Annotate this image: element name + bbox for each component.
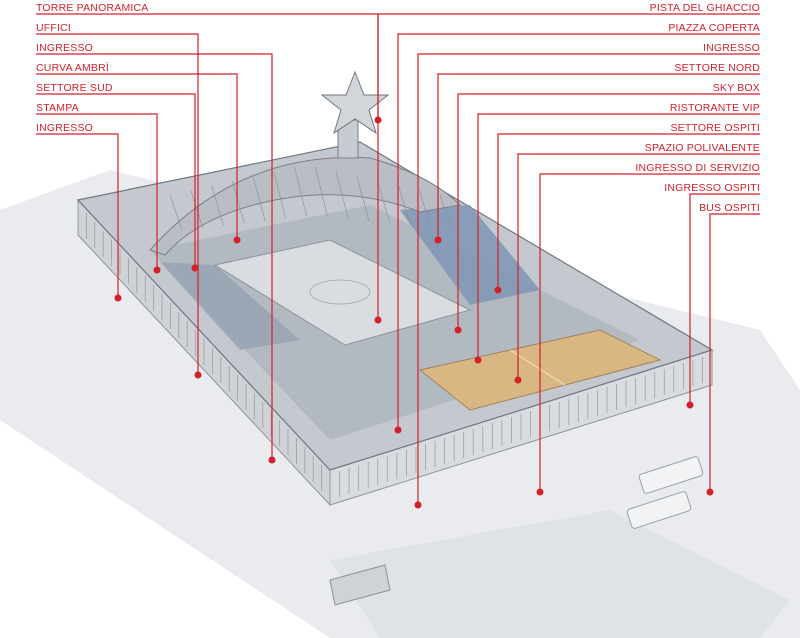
bus-1 [638, 456, 704, 494]
leader-line [417, 53, 760, 505]
marker-dot [434, 236, 442, 244]
callout-right-5: RISTORANTE VIP [474, 102, 760, 364]
label-right-3: SETTORE NORD [674, 62, 760, 74]
leader-line [437, 73, 760, 240]
leader-line [36, 33, 199, 375]
leader-line [36, 133, 119, 298]
leader-line [689, 193, 760, 405]
label-left-4: SETTORE SUD [36, 82, 113, 94]
marker-dot [374, 316, 382, 324]
seating-north [400, 205, 540, 305]
marker-dot [394, 426, 402, 434]
callout-right-0: PISTA DEL GHIACCIO [374, 2, 760, 324]
callout-left-6: INGRESSO [36, 122, 122, 302]
leader-line [539, 173, 760, 492]
label-right-9: INGRESSO OSPITI [664, 182, 760, 194]
label-left-1: UFFICI [36, 22, 71, 34]
label-right-4: SKY BOX [713, 82, 760, 94]
marker-dot [153, 266, 161, 274]
label-right-6: SETTORE OSPITI [670, 122, 760, 134]
seating-south [160, 262, 300, 350]
callout-left-4: SETTORE SUD [36, 82, 199, 272]
marker-dot [194, 371, 202, 379]
marker-dot [686, 401, 694, 409]
leader-line [517, 153, 760, 380]
label-right-8: INGRESSO DI SERVIZIO [635, 162, 760, 174]
callout-right-9: INGRESSO OSPITI [664, 182, 760, 409]
marker-dot [454, 326, 462, 334]
callout-right-10: BUS OSPITI [699, 202, 760, 496]
leader-line [497, 133, 760, 290]
leader-line [709, 213, 760, 492]
callout-right-3: SETTORE NORD [434, 62, 760, 244]
label-left-3: CURVA AMBRÌ [36, 61, 109, 74]
bus-2 [626, 491, 692, 529]
callout-left-1: UFFICI [36, 22, 202, 379]
callout-right-6: SETTORE OSPITI [494, 122, 760, 294]
label-right-10: BUS OSPITI [699, 202, 760, 214]
leader-line [377, 13, 760, 320]
callout-layer: TORRE PANORAMICA UFFICI INGRESSO CURVA AMBR… [36, 2, 760, 509]
callout-left-5: STAMPA [36, 102, 161, 274]
leader-line [477, 113, 760, 360]
callout-right-7: SPAZIO POLIVALENTE [514, 142, 760, 384]
marker-dot [494, 286, 502, 294]
callout-right-4: SKY BOX [454, 82, 760, 334]
label-left-5: STAMPA [36, 102, 79, 114]
leader-line [397, 33, 760, 430]
leader-line [36, 53, 273, 460]
leader-line [36, 113, 158, 270]
leader-line [457, 93, 760, 330]
roof-trusses [169, 167, 453, 231]
marker-dot [706, 488, 714, 496]
marker-dot [536, 488, 544, 496]
label-right-2: INGRESSO [703, 42, 760, 54]
ice-rink [213, 239, 472, 346]
label-right-5: RISTORANTE VIP [670, 102, 760, 114]
court-midline [509, 349, 566, 386]
panoramic-tower [320, 70, 390, 159]
marker-dot [233, 236, 241, 244]
marker-dot [114, 294, 122, 302]
marker-dot [514, 376, 522, 384]
label-left-0: TORRE PANORAMICA [36, 2, 149, 14]
rink-circle [309, 279, 371, 305]
callout-right-8: INGRESSO DI SERVIZIO [536, 162, 760, 496]
roof-dome [149, 156, 462, 256]
callout-right-1: PIAZZA COPERTA [394, 22, 760, 434]
leader-line [36, 93, 196, 268]
service-kiosk [329, 564, 391, 606]
marker-dot [414, 501, 422, 509]
label-right-1: PIAZZA COPERTA [668, 22, 760, 34]
star-icon [320, 70, 390, 135]
label-right-0: PISTA DEL GHIACCIO [650, 2, 760, 14]
marker-dot [474, 356, 482, 364]
facade-louvers [77, 204, 703, 500]
leader-line [36, 73, 238, 240]
callout-right-2: INGRESSO [414, 42, 760, 509]
label-left-2: INGRESSO [36, 42, 93, 54]
marker-dot [191, 264, 199, 272]
label-right-7: SPAZIO POLIVALENTE [645, 142, 760, 154]
label-left-6: INGRESSO [36, 122, 93, 134]
callout-left-2: INGRESSO [36, 42, 276, 464]
parking-area [330, 510, 790, 638]
callout-left-3: CURVA AMBRÌ [36, 61, 241, 244]
marker-dot [268, 456, 276, 464]
